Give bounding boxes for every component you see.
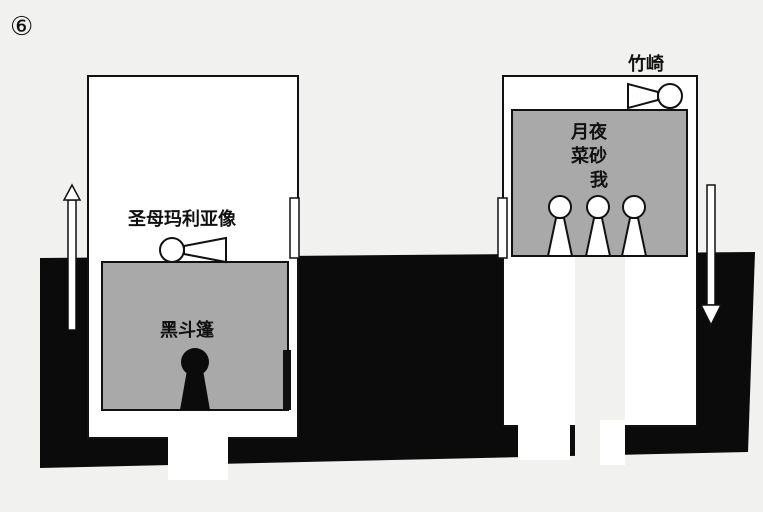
statue-label: 圣母玛利亚像 — [128, 209, 236, 230]
panel-number: ⑥ — [10, 12, 34, 42]
left-door-strip — [289, 197, 300, 259]
group-label-line3: 我 — [590, 170, 608, 191]
standing-figure-2 — [584, 195, 612, 257]
takezaki-label: 竹崎 — [628, 54, 664, 75]
black-cloak-label: 黑斗篷 — [160, 320, 214, 341]
left-shaft-opening — [168, 410, 228, 480]
arrow-down-icon — [699, 184, 723, 327]
standing-figure-3 — [620, 195, 648, 257]
group-label-line2: 菜砂 — [571, 146, 607, 167]
group-label-line1: 月夜 — [571, 122, 607, 143]
right-shaft-opening — [600, 420, 625, 465]
right-shaft-strip-1 — [518, 255, 570, 460]
arrow-up-icon — [62, 183, 82, 331]
takezaki-figure — [627, 82, 683, 110]
black-cloak-figure — [180, 348, 210, 410]
statue-figure — [159, 236, 227, 264]
right-door-strip — [497, 197, 508, 259]
standing-figure-1 — [546, 195, 574, 257]
left-car-door-edge — [283, 350, 291, 410]
